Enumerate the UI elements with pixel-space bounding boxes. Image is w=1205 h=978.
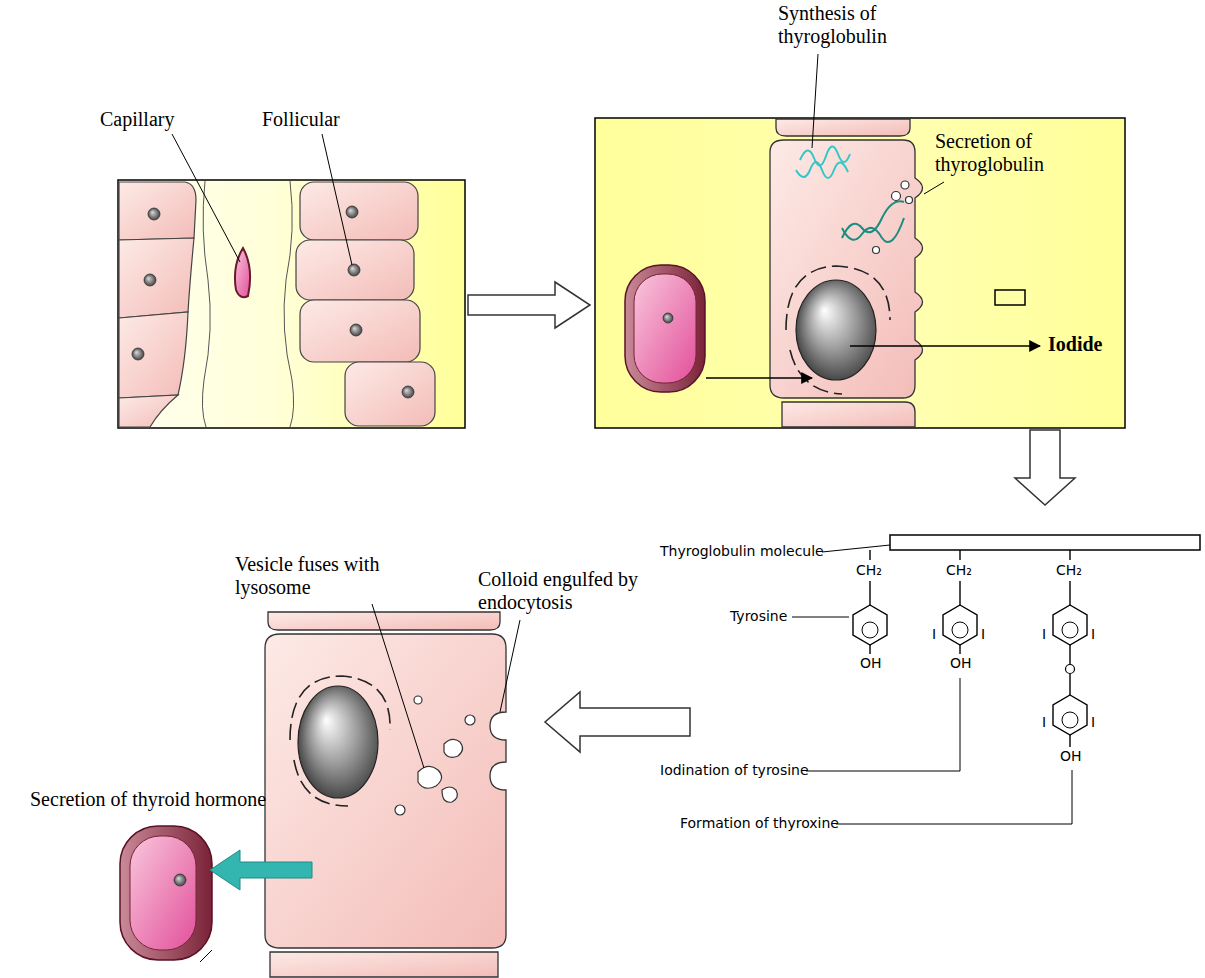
chem-group: OH [860,655,882,671]
iodine-atom: I [1042,714,1046,730]
process-label: Colloid engulfed by endocytosis [478,568,693,614]
step-label: Formation of thyroxine [680,815,839,831]
iodine-atom: I [932,626,936,642]
iodine-atom: I [981,626,985,642]
chem-group: CH₂ [856,562,882,578]
process-label: Synthesis of thyroglobulin [778,2,928,48]
iodine-atom: I [1042,626,1046,642]
iodine-atom: I [1091,626,1095,642]
process-label: Vesicle fuses with lysosome [235,553,455,599]
step-label: Iodination of tyrosine [660,762,809,778]
ion-label: Iodide [1048,333,1102,356]
part-label: Follicular [262,108,340,131]
process-label: Secretion of thyroglobulin [935,130,1070,176]
part-label: Capillary [100,108,174,131]
chem-group: OH [1060,748,1082,764]
molecule-label: Tyrosine [730,608,787,624]
iodine-atom: I [1091,714,1095,730]
chem-group: CH₂ [1056,562,1082,578]
molecule-label: Thyroglobulin molecule [660,543,824,559]
chem-group: OH [950,655,972,671]
chem-group: CH₂ [946,562,972,578]
process-label: Secretion of thyroid hormone [30,788,310,811]
